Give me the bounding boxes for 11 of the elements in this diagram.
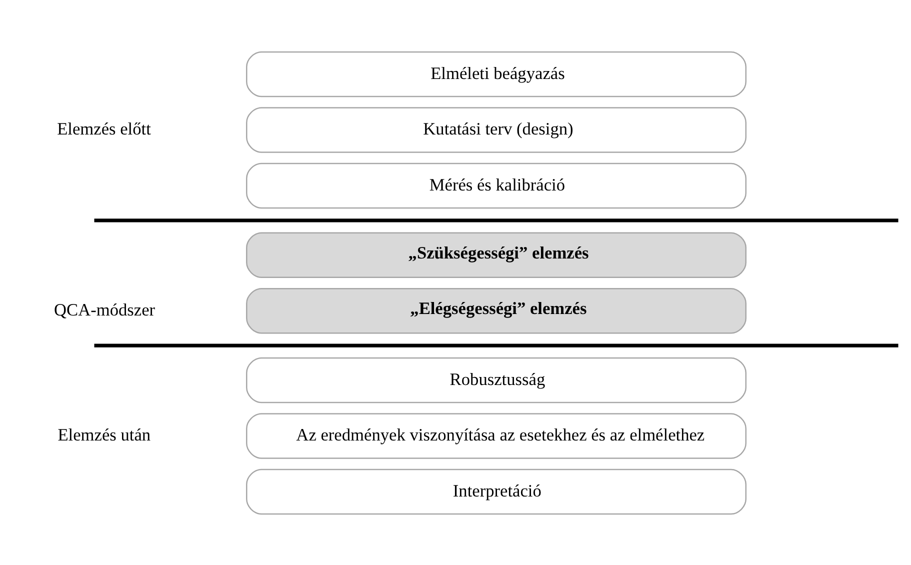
label: Elemzés előtt <box>56 119 150 138</box>
node-box: Robusztusság <box>246 356 746 403</box>
node-box: Az eredmények viszonyítása az esetekhez és az elmélethez <box>246 412 746 458</box>
node-box: „Szükségességi” elemzés <box>246 232 746 278</box>
node-box: Mérés és kalibráció <box>246 162 746 208</box>
label: QCA-módszer <box>53 300 155 319</box>
node-box: „Elégségességi” elemzés <box>246 287 746 334</box>
node-box: Elméleti beágyazás <box>246 50 746 97</box>
node-box: Kutatási terv (design) <box>246 106 746 152</box>
node-box: Interpretáció <box>246 468 746 514</box>
label: Elemzés után <box>57 425 150 444</box>
